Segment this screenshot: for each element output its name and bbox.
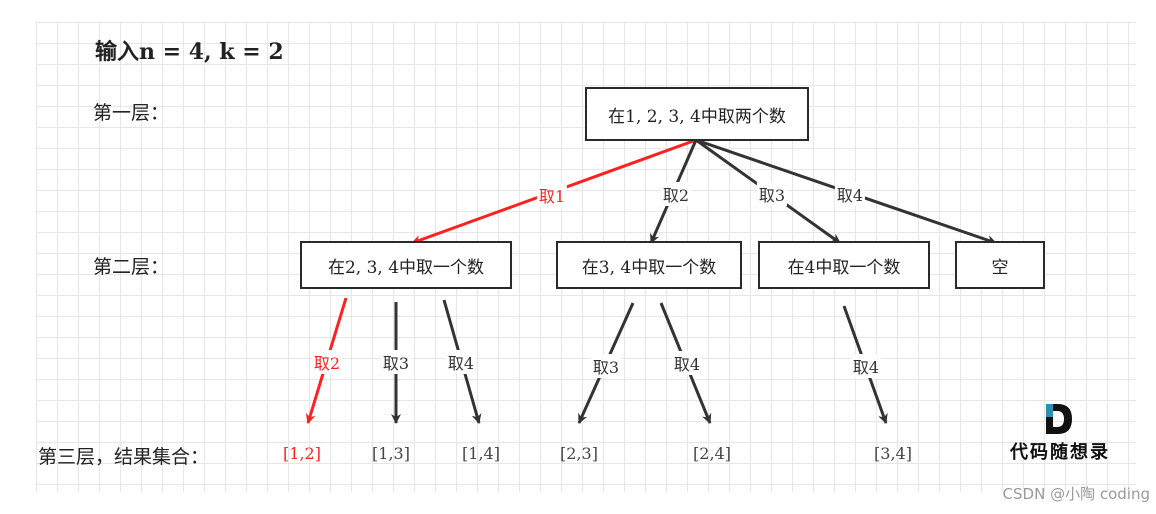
node-n34: 在3, 4中取一个数	[556, 241, 742, 289]
problem-title: 输入n = 4, k = 2	[95, 39, 284, 65]
edge-label-n234-take3: 取3	[380, 350, 412, 374]
result-1-2: [1,2]	[283, 444, 321, 463]
node-n234: 在2, 3, 4中取一个数	[300, 241, 512, 289]
layer-1-label: 第一层：	[93, 102, 170, 124]
logo-text: 代码随想录	[1010, 442, 1110, 463]
result-2-4: [2,4]	[693, 444, 731, 463]
result-1-4: [1,4]	[462, 444, 500, 463]
edge-label-take4: 取4	[834, 182, 866, 206]
edge-label-n234-take4: 取4	[445, 350, 477, 374]
layer-2-label: 第二层：	[93, 256, 170, 278]
brand-logo: 代码随想录	[1000, 400, 1120, 468]
node-n4: 在4中取一个数	[758, 241, 930, 289]
edge-label-n34-take3: 取3	[590, 354, 622, 378]
node-empty: 空	[955, 241, 1045, 289]
layer-3-label: 第三层，结果集合：	[38, 446, 210, 468]
edge-label-take2: 取2	[660, 182, 692, 206]
edge-label-take3: 取3	[756, 182, 788, 206]
edge-label-n4-take4: 取4	[850, 354, 882, 378]
result-1-3: [1,3]	[372, 444, 410, 463]
watermark: CSDN @小陶 coding	[1002, 485, 1150, 503]
d-logo-icon	[1046, 404, 1072, 434]
node-root: 在1, 2, 3, 4中取两个数	[585, 87, 809, 141]
edge-label-take1: 取1	[536, 183, 568, 207]
edge-label-n234-take2: 取2	[311, 350, 343, 374]
result-2-3: [2,3]	[560, 444, 598, 463]
result-3-4: [3,4]	[874, 444, 912, 463]
edge-label-n34-take4: 取4	[671, 351, 703, 375]
